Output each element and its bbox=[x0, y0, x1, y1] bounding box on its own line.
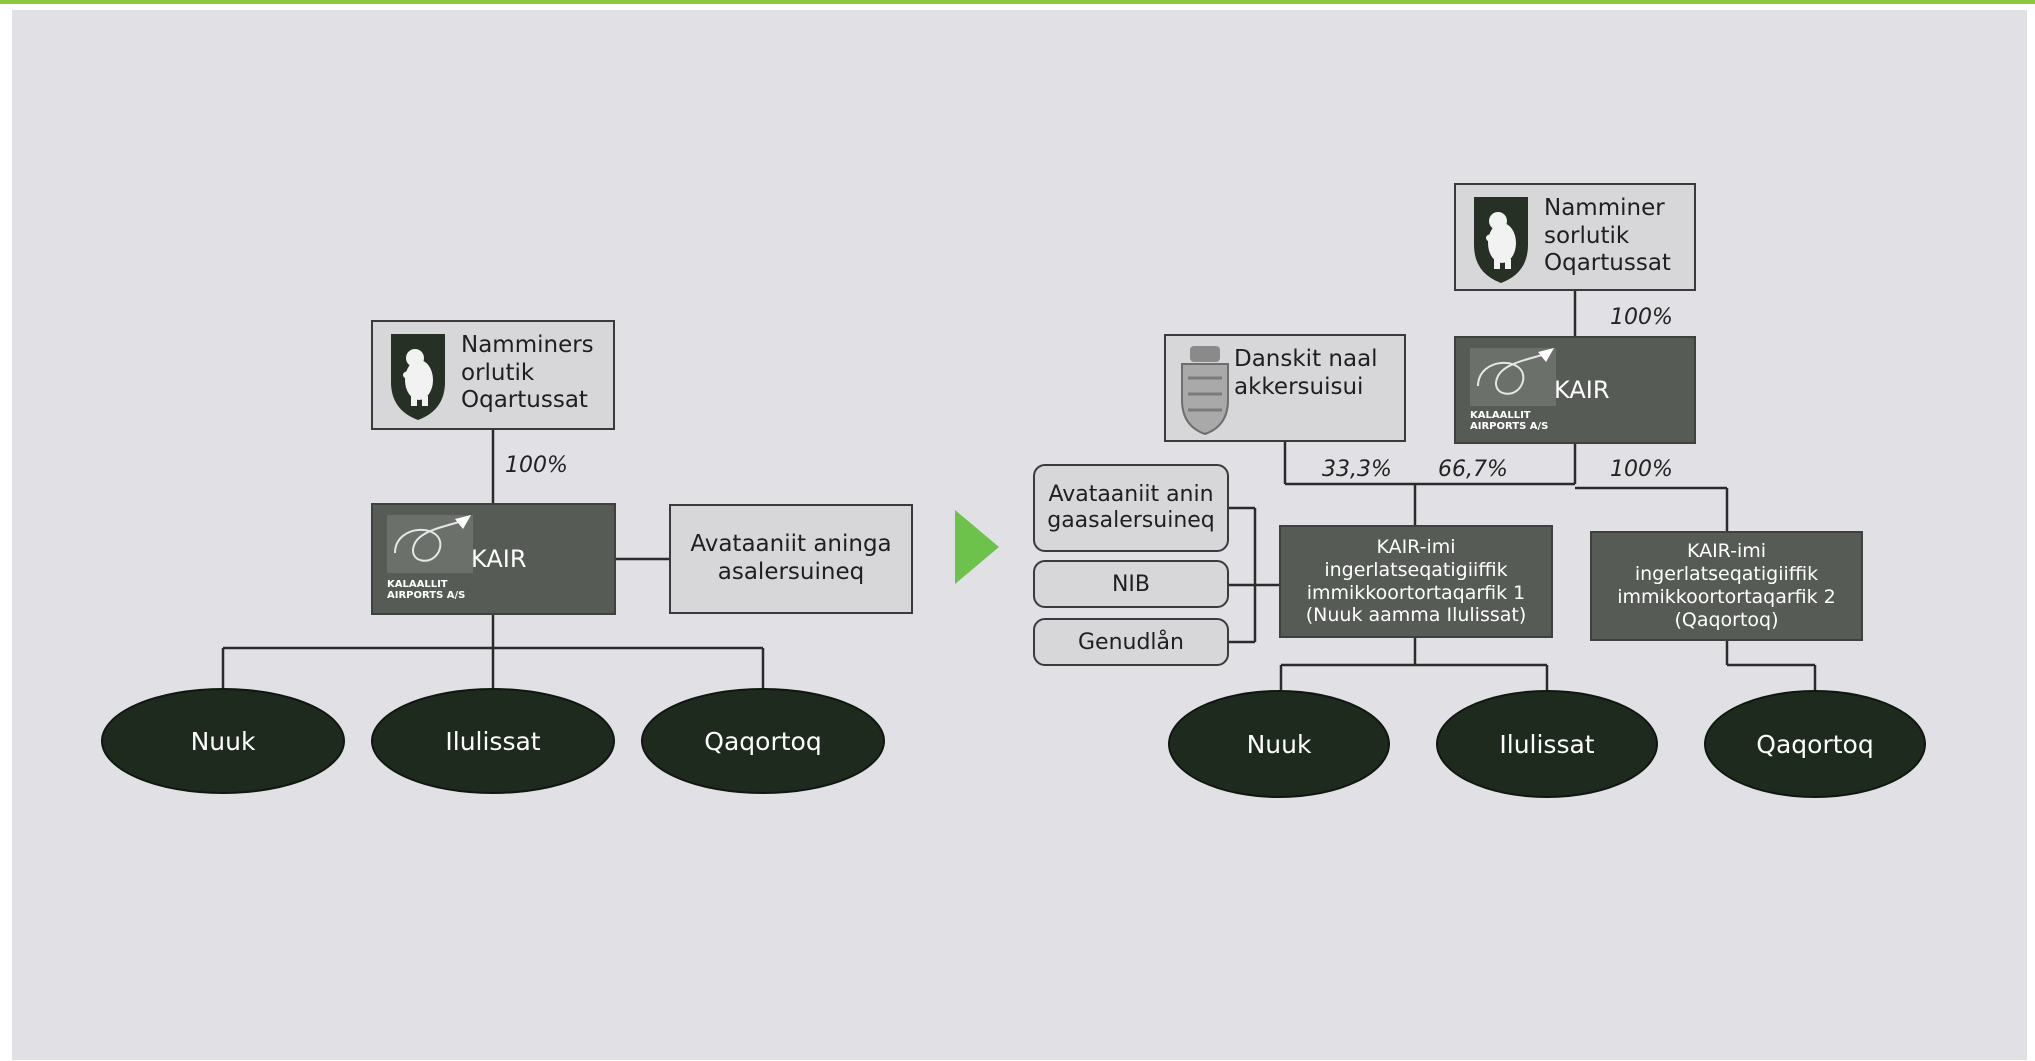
right-subsidiary-1-label: KAIR-imi ingerlatseqatigiiffik immikkoor… bbox=[1305, 535, 1527, 627]
left-external-financing-box: Avataaniit aningaasalersuineq bbox=[669, 504, 913, 614]
right-nib-box: NIB bbox=[1033, 560, 1229, 608]
right-owner-pct: 100% bbox=[1610, 305, 1673, 330]
right-danish-gov-box: Danskit naalakkersuisui bbox=[1164, 334, 1406, 442]
right-pct-danish: 33,3% bbox=[1322, 457, 1392, 482]
left-kair-logo-text: KALAALLIT AIRPORTS A/S bbox=[387, 579, 466, 601]
right-external-financing-label: Avataaniit aningaasalersuineq bbox=[1047, 481, 1215, 533]
top-accent-line bbox=[0, 0, 2035, 4]
right-subsidiary-2-box: KAIR-imi ingerlatseqatigiiffik immikkoor… bbox=[1590, 531, 1863, 641]
right-owner-box: Namminer sorlutik Oqartussat bbox=[1454, 183, 1696, 291]
right-airport-ilulissat: Ilulissat bbox=[1436, 690, 1658, 798]
right-kair-box: KALAALLIT AIRPORTS A/S KAIR bbox=[1454, 336, 1696, 444]
left-owner-box: Namminers orlutik Oqartussat bbox=[371, 320, 615, 430]
kalaallit-airports-logo-icon bbox=[387, 515, 473, 573]
right-subsidiary-1-box: KAIR-imi ingerlatseqatigiiffik immikkoor… bbox=[1279, 525, 1553, 638]
right-danish-gov-label: Danskit naalakkersuisui bbox=[1234, 346, 1378, 400]
right-pct-kair-sub2: 100% bbox=[1610, 457, 1673, 482]
right-genudlan-label: Genudlån bbox=[1078, 629, 1184, 655]
left-kair-box: KALAALLIT AIRPORTS A/S KAIR bbox=[371, 503, 616, 615]
danish-coat-of-arms-icon bbox=[1181, 346, 1229, 436]
right-pct-kair-sub1: 66,7% bbox=[1438, 457, 1508, 482]
kalaallit-airports-logo-icon bbox=[1470, 348, 1556, 406]
right-owner-label: Namminer sorlutik Oqartussat bbox=[1544, 195, 1671, 277]
left-external-financing-label: Avataaniit aningaasalersuineq bbox=[690, 531, 892, 585]
right-kair-logo-text: KALAALLIT AIRPORTS A/S bbox=[1470, 410, 1549, 432]
left-airport-qaqortoq: Qaqortoq bbox=[641, 688, 885, 794]
left-airport-nuuk: Nuuk bbox=[101, 688, 345, 794]
right-airport-qaqortoq: Qaqortoq bbox=[1704, 690, 1926, 798]
greenland-bear-coat-of-arms-icon bbox=[391, 334, 445, 420]
left-owner-label: Namminers orlutik Oqartussat bbox=[461, 332, 594, 414]
right-airport-nuuk: Nuuk bbox=[1168, 690, 1390, 798]
right-nib-label: NIB bbox=[1111, 571, 1151, 597]
left-airport-ilulissat: Ilulissat bbox=[371, 688, 615, 794]
right-triangle-arrow-icon bbox=[955, 510, 999, 584]
right-subsidiary-2-label: KAIR-imi ingerlatseqatigiiffik immikkoor… bbox=[1617, 540, 1836, 631]
greenland-bear-coat-of-arms-icon bbox=[1474, 197, 1528, 283]
right-external-financing-box: Avataaniit aningaasalersuineq bbox=[1033, 464, 1229, 552]
right-kair-label: KAIR bbox=[1554, 376, 1610, 404]
left-kair-label: KAIR bbox=[471, 545, 527, 573]
right-genudlan-box: Genudlån bbox=[1033, 618, 1229, 666]
left-owner-pct: 100% bbox=[505, 453, 568, 478]
